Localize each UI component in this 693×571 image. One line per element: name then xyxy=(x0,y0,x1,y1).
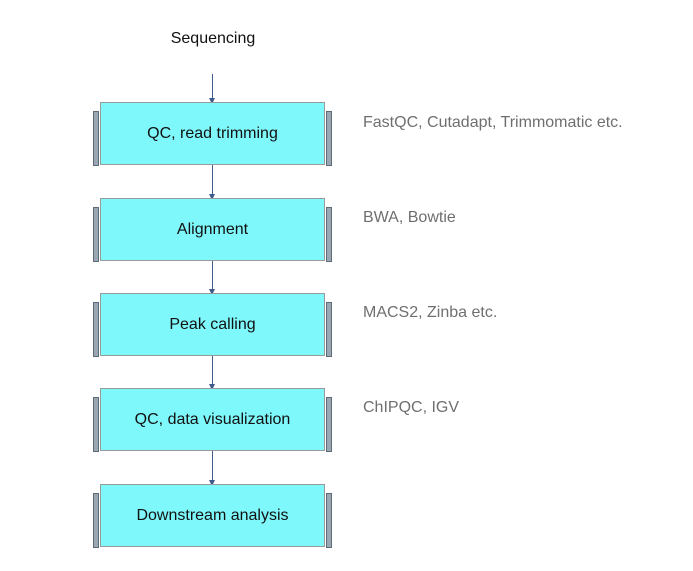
connector-arrow xyxy=(209,356,215,390)
step-qc-data-visualization: QC, data visualization xyxy=(93,388,332,452)
connector-arrow xyxy=(209,261,215,295)
step-alignment: Alignment xyxy=(93,198,332,262)
step-qc-read-trimming: QC, read trimming xyxy=(93,102,332,166)
step-downstream-analysis: Downstream analysis xyxy=(93,484,332,548)
tools-peak-calling: MACS2, Zinba etc. xyxy=(363,304,498,321)
connector-arrow xyxy=(209,165,215,200)
tools-qc-read-trimming: FastQC, Cutadapt, Trimmomatic etc. xyxy=(363,114,623,131)
connector-arrow xyxy=(209,451,215,486)
connector-arrow xyxy=(209,74,215,104)
tools-qc-data-visualization: ChIPQC, IGV xyxy=(363,399,460,416)
tools-alignment: BWA, Bowtie xyxy=(363,209,456,226)
step-peak-calling: Peak calling xyxy=(93,293,332,357)
start-label: Sequencing xyxy=(170,30,256,47)
